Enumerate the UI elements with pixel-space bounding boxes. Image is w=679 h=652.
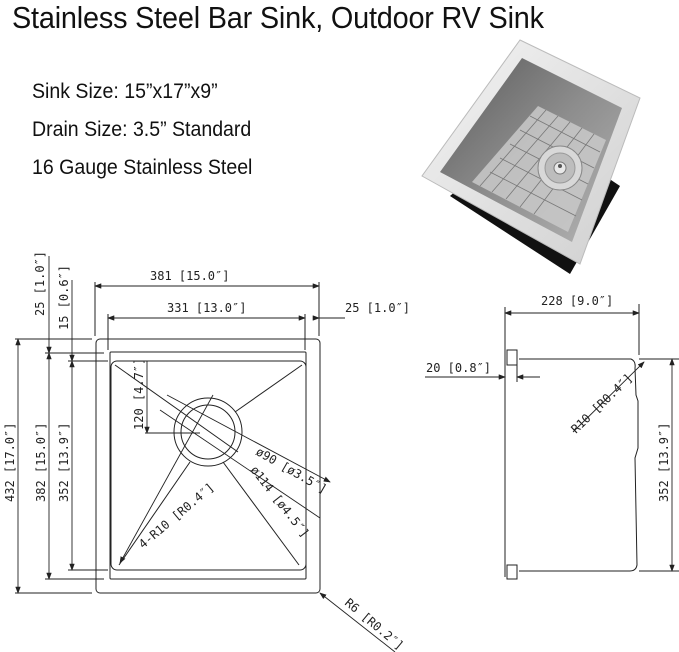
sink-photo <box>421 39 641 274</box>
side-dimension-labels: 228 [9.0″] 20 [0.8″] R10 [R0.4″] 352 [13… <box>426 294 671 502</box>
dim-width-bowl: 331 [13.0″] <box>167 301 246 315</box>
dim-rim: 20 [0.8″] <box>426 361 491 375</box>
outline-outer <box>95 338 321 594</box>
spec-drain-size: Drain Size: 3.5” Standard <box>32 118 252 141</box>
side-dimension-lines <box>425 310 675 572</box>
dim-flange-top: 25 [1.0″] <box>33 251 47 316</box>
dim-drain-inner: ø90 [ø3.5″] <box>254 444 330 496</box>
dim-rim-top: 15 [0.6″] <box>57 265 71 330</box>
drain-outer-circle <box>173 397 243 467</box>
spec-sink-size: Sink Size: 15”x17”x9” <box>32 80 218 103</box>
dimension-lines <box>15 256 396 652</box>
top-view <box>15 282 321 594</box>
outline-bowl <box>110 360 307 571</box>
dim-side-radius: R10 [R0.4″] <box>568 371 635 436</box>
drain-inner-circle <box>180 404 236 460</box>
dim-corner-inner: 4-R10 [R0.4″] <box>136 480 217 551</box>
outline-flange <box>109 351 307 580</box>
dim-corner-outer: R6 [R0.2″] <box>342 596 406 652</box>
side-view <box>504 304 679 580</box>
dim-length-flange: 382 [15.0″] <box>34 423 48 502</box>
dim-drain-offset: 120 [4.7″] <box>132 358 146 430</box>
dim-length-overall: 432 [17.0″] <box>3 423 17 502</box>
spec-gauge: 16 Gauge Stainless Steel <box>32 156 253 179</box>
dimension-labels: 381 [15.0″] 331 [13.0″] 25 [1.0″] 25 [1.… <box>3 251 410 652</box>
dim-drain-outer: ø114 [ø4.5″] <box>248 463 312 540</box>
product-title: Stainless Steel Bar Sink, Outdoor RV Sin… <box>12 0 544 35</box>
dim-depth: 228 [9.0″] <box>541 294 613 308</box>
dim-side-height: 352 [13.9″] <box>657 423 671 502</box>
dim-flange-side: 25 [1.0″] <box>345 301 410 315</box>
dim-width-overall: 381 [15.0″] <box>150 269 229 283</box>
dim-length-bowl: 352 [13.9″] <box>57 423 71 502</box>
